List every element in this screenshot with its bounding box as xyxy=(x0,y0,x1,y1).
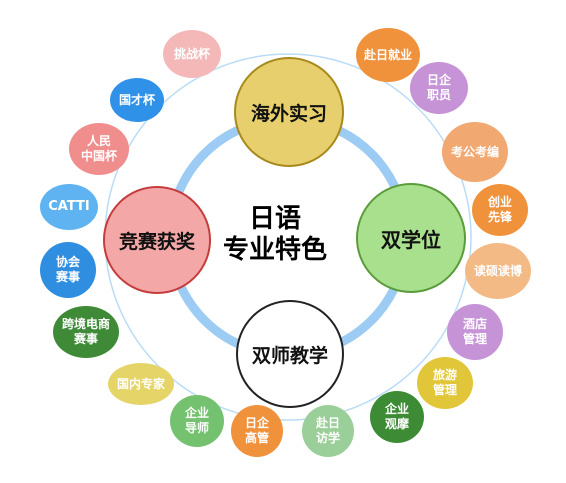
center-title: 日语 专业特色 xyxy=(222,203,327,265)
node-award-label: 竞赛获奖 xyxy=(118,230,195,253)
node-dual-teacher: 双师教学 xyxy=(236,300,344,408)
satellite-bubble: 协会 赛事 xyxy=(40,242,96,298)
satellite-bubble: 企业 观摩 xyxy=(370,391,424,443)
satellite-bubble: 旅游 管理 xyxy=(417,357,473,409)
satellite-bubble: 跨境电商 赛事 xyxy=(53,306,119,358)
satellite-bubble: 国内专家 xyxy=(108,363,174,405)
satellite-bubble: CATTI xyxy=(40,184,98,230)
node-teacher-label: 双师教学 xyxy=(251,344,328,367)
satellite-bubble: 国才杯 xyxy=(110,78,164,122)
satellite-bubble: 企业 导师 xyxy=(170,395,224,447)
satellite-bubble: 创业 先锋 xyxy=(472,184,528,236)
node-overseas-internship: 海外实习 xyxy=(234,57,344,167)
node-competition-award: 竞赛获奖 xyxy=(103,186,211,294)
node-degree-label: 双学位 xyxy=(381,227,441,252)
satellite-bubble: 酒店 管理 xyxy=(447,304,503,360)
satellite-bubble: 挑战杯 xyxy=(163,30,221,78)
satellite-bubble: 赴日就业 xyxy=(356,28,420,82)
node-overseas-label: 海外实习 xyxy=(250,102,327,125)
satellite-bubble: 日企 高管 xyxy=(231,405,283,457)
node-double-degree: 双学位 xyxy=(356,183,466,293)
satellite-bubble: 读硕读博 xyxy=(465,243,531,299)
satellite-bubble: 考公考编 xyxy=(442,122,508,182)
satellite-bubble: 日企 职员 xyxy=(410,62,468,114)
satellite-bubble: 人民 中国杯 xyxy=(69,123,129,175)
satellite-bubble: 赴日 访学 xyxy=(302,405,354,457)
